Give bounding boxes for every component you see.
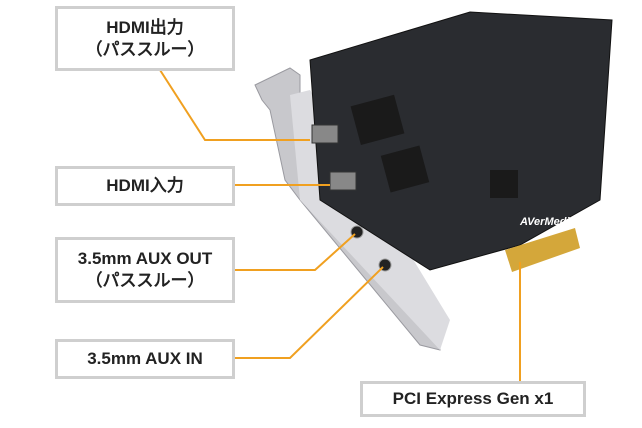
circuit-board <box>309 11 613 271</box>
label-aux-in: 3.5mm AUX IN <box>55 339 235 379</box>
pcie-gold-fingers <box>505 228 580 272</box>
label-text: PCI Express Gen x1 <box>392 389 554 408</box>
leader-aux-in <box>233 266 384 359</box>
chip <box>350 94 405 146</box>
label-subtext: （パススルー） <box>85 39 205 59</box>
label-text: 3.5mm AUX OUT <box>77 249 213 268</box>
hdmi-in-port <box>329 171 357 191</box>
hdmi-out-port <box>311 124 339 144</box>
label-pcie: PCI Express Gen x1 <box>360 381 586 417</box>
label-hdmi-out: HDMI出力 （パススルー） <box>55 6 235 71</box>
label-text: HDMI出力 <box>106 17 184 37</box>
leader-hdmi-out <box>159 69 310 141</box>
label-aux-out: 3.5mm AUX OUT （パススルー） <box>55 237 235 303</box>
chip <box>380 145 430 193</box>
leader-aux-out <box>233 233 356 271</box>
chip <box>490 170 518 198</box>
brand-logo: AVerMedia <box>519 216 576 228</box>
label-text: HDMI入力 <box>106 176 184 195</box>
leader-lines <box>159 69 521 382</box>
label-hdmi-in: HDMI入力 <box>55 166 235 206</box>
label-subtext: （パススルー） <box>85 271 205 290</box>
label-text: 3.5mm AUX IN <box>87 349 203 368</box>
